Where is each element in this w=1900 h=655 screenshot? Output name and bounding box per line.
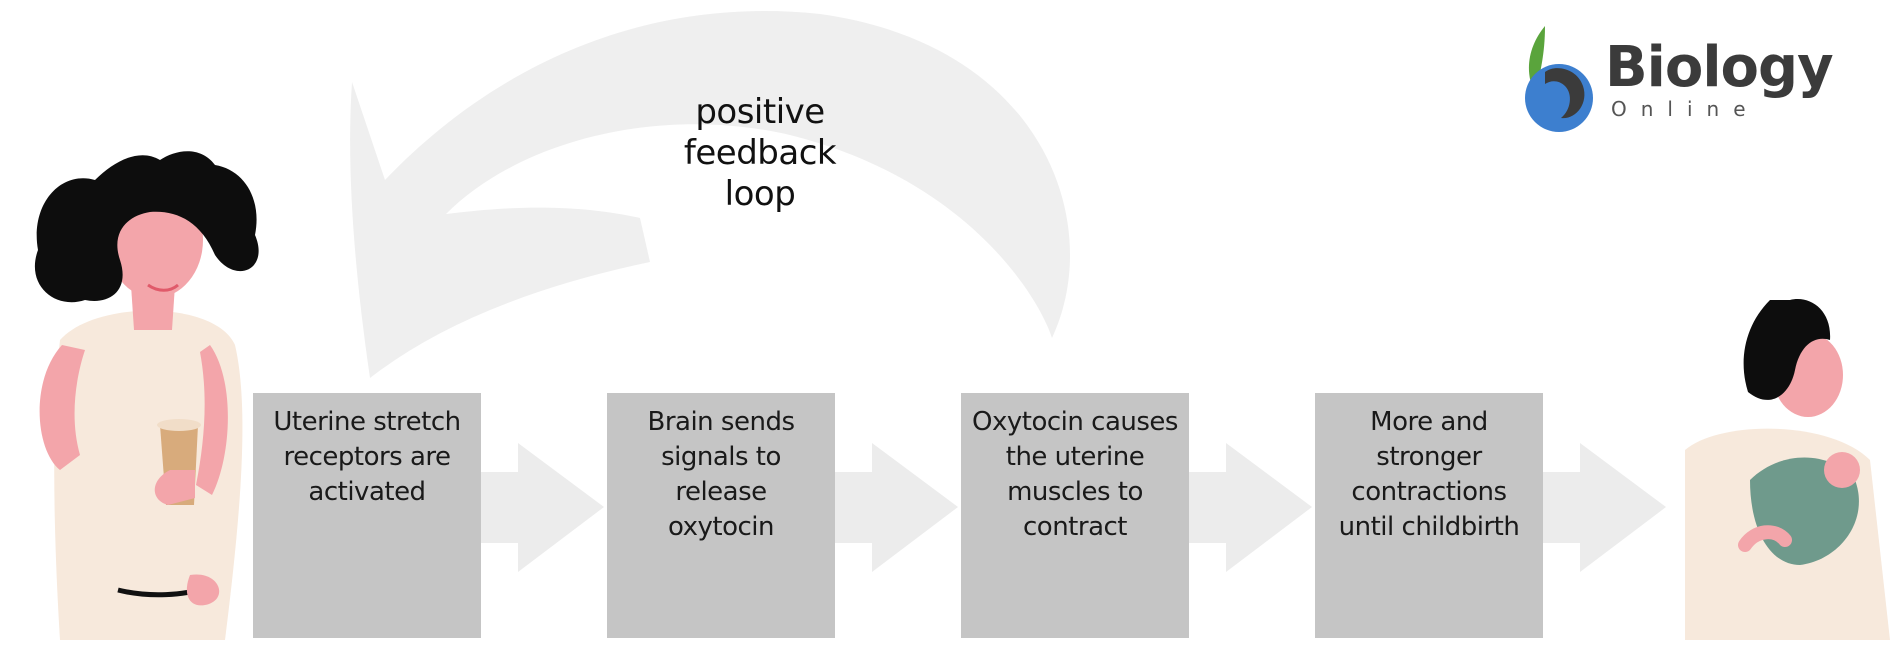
step-text: Uterine stretch receptors are activated (273, 407, 461, 507)
logo-title: Biology (1605, 35, 1834, 100)
step-text: Oxytocin causes the uterine muscles to c… (972, 407, 1178, 542)
positive-feedback-loop-label: positive feedback loop (683, 92, 837, 214)
pregnant-woman-illustration (34, 151, 259, 640)
step-text: More and stronger contractions until chi… (1338, 407, 1520, 542)
flow-arrow-4 (1520, 443, 1666, 572)
mother-with-baby-illustration (1685, 299, 1890, 640)
logo-leaf-drop-icon (1525, 26, 1593, 132)
step-box-uterine-stretch: Uterine stretch receptors are activated (253, 393, 481, 638)
step-text: Brain sends signals to release oxytocin (647, 407, 796, 542)
flow-arrow-3 (1166, 443, 1312, 572)
flow-arrow-2 (812, 443, 958, 572)
biology-online-logo: Biology Online (1515, 24, 1860, 136)
feedback-loop-arrow (350, 11, 1071, 378)
step-box-oxytocin: Oxytocin causes the uterine muscles to c… (961, 393, 1189, 638)
step-box-contractions: More and stronger contractions until chi… (1315, 393, 1543, 638)
flow-arrow-1 (458, 443, 604, 572)
logo-subtitle: Online (1611, 97, 1760, 121)
step-box-brain-signals: Brain sends signals to release oxytocin (607, 393, 835, 638)
